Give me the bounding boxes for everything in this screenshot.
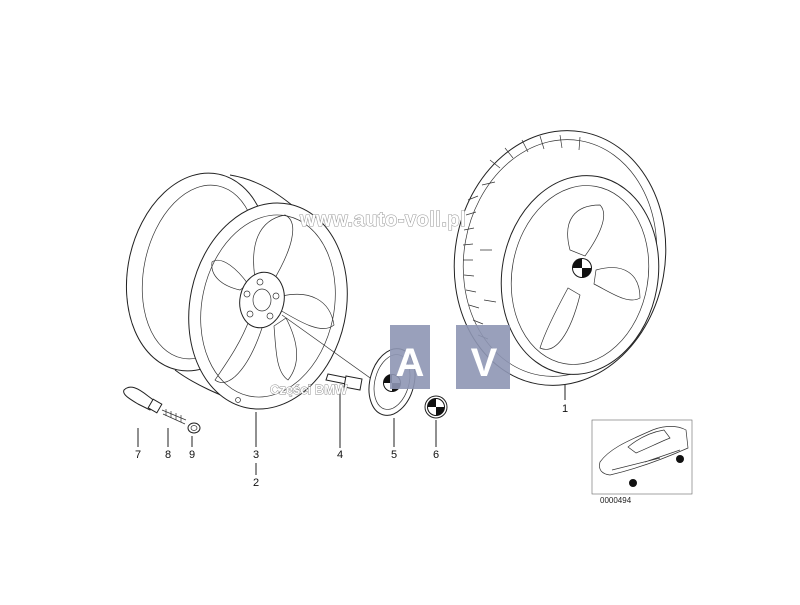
car-thumbnail: [591, 419, 693, 495]
valve-drawing: [123, 386, 437, 475]
part-labels: 1 2 3 4 5 6 7 8 9: [135, 403, 568, 489]
label-part-5: 5: [391, 449, 397, 461]
label-part-7: 7: [135, 449, 141, 461]
diagram-code: 0000494: [600, 496, 632, 505]
rim-drawing: [125, 172, 348, 410]
label-part-1: 1: [562, 403, 568, 415]
label-part-4: 4: [337, 449, 343, 461]
label-part-9: 9: [189, 449, 195, 461]
label-part-8: 8: [165, 449, 171, 461]
watermark-subtitle: Części BMW: [270, 382, 348, 397]
watermark-url: www.auto-voll.pl: [299, 209, 466, 231]
label-part-3: 3: [253, 449, 259, 461]
label-part-6: 6: [433, 449, 439, 461]
watermark-letter-a: A: [396, 341, 425, 385]
emblem-drawing: [424, 395, 448, 419]
watermark: A V www.auto-voll.pl Części BMW: [270, 208, 510, 397]
watermark-letter-v: V: [471, 341, 498, 385]
wheel-tyre-drawing: [453, 130, 667, 400]
label-part-2: 2: [253, 477, 259, 489]
wheel-bolt-drawing: [281, 314, 381, 448]
